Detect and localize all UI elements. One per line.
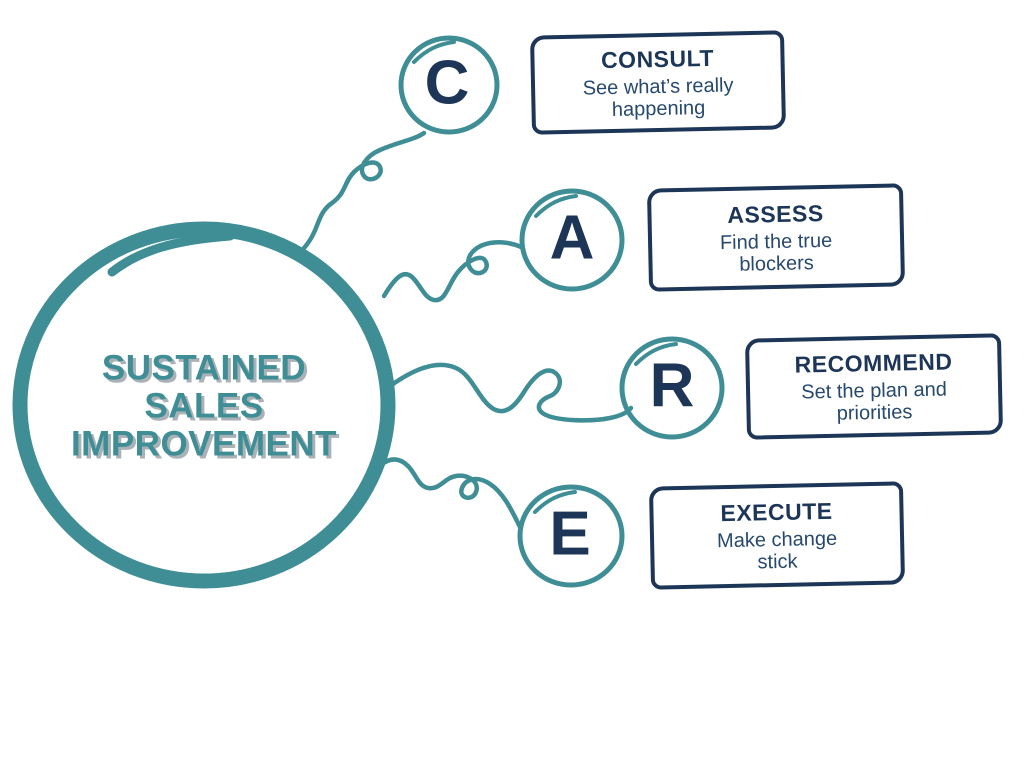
letter-circle-e xyxy=(517,484,625,588)
connector-a xyxy=(381,239,524,303)
node-box-execute: EXECUTE Make change stick xyxy=(648,481,906,590)
node-subtitle-assess: Find the true blockers xyxy=(719,229,833,276)
node-subtitle-recommend: Set the plan and priorities xyxy=(801,377,948,425)
node-title-assess: ASSESS xyxy=(727,199,824,228)
node-box-assess: ASSESS Find the true blockers xyxy=(646,183,906,292)
node-title-recommend: RECOMMEND xyxy=(794,347,953,378)
node-letter-c: C xyxy=(424,48,470,118)
node-letter-a: A xyxy=(549,203,595,273)
letter-circle-c xyxy=(398,35,500,135)
node-subtitle-execute: Make change stick xyxy=(716,527,838,573)
node-box-recommend: RECOMMEND Set the plan and priorities xyxy=(744,333,1004,440)
connector-e xyxy=(374,457,523,530)
node-box-consult: CONSULT See what’s really happening xyxy=(529,30,787,135)
node-title-execute: EXECUTE xyxy=(720,497,833,526)
node-letter-e: E xyxy=(549,499,591,569)
node-subtitle-consult: See what’s really happening xyxy=(582,73,734,121)
node-letter-r: R xyxy=(649,351,695,421)
center-circle xyxy=(12,221,396,589)
connector-c xyxy=(301,130,427,251)
letter-circle-r xyxy=(619,336,725,440)
letter-circle-a xyxy=(519,188,625,292)
connector-r xyxy=(390,362,634,423)
center-title: SUSTAINED SALES IMPROVEMENT xyxy=(70,348,338,463)
node-title-consult: CONSULT xyxy=(600,44,715,73)
